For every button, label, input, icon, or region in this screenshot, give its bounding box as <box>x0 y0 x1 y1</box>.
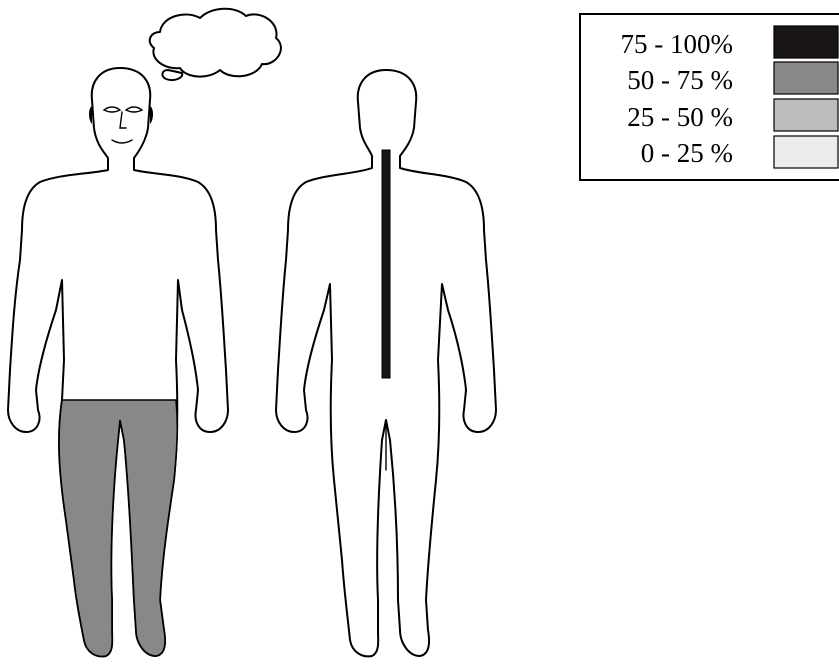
legend-label-4: 0 - 25 % <box>641 138 733 168</box>
legend-swatch-2 <box>774 62 838 94</box>
legend-label-1: 75 - 100% <box>621 29 733 59</box>
back-figure <box>276 70 496 656</box>
front-figure <box>8 9 281 657</box>
left-ear <box>89 106 92 124</box>
legend-swatch-1 <box>774 26 838 58</box>
legend: 75 - 100% 50 - 75 % 25 - 50 % 0 - 25 % <box>580 14 839 180</box>
thought-bubble-tail <box>162 70 182 80</box>
legend-swatch-4 <box>774 136 838 168</box>
legend-label-2: 50 - 75 % <box>627 65 733 95</box>
spine-shaded-region <box>382 150 390 378</box>
legend-swatch-3 <box>774 99 838 131</box>
front-legs-shaded-region <box>59 400 177 656</box>
front-body-outline <box>8 68 228 656</box>
thought-bubble <box>150 9 281 77</box>
right-ear <box>150 106 153 124</box>
legend-label-3: 25 - 50 % <box>627 102 733 132</box>
